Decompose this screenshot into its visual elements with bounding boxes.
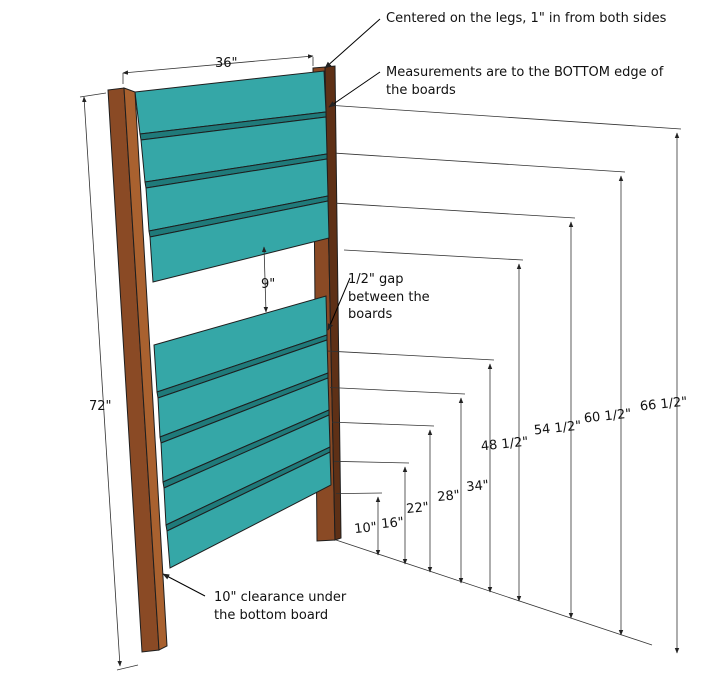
height-label: 72": [89, 399, 112, 414]
height-label: 48 1/2": [480, 435, 529, 455]
gap-dimension: [261, 246, 269, 313]
note-clearance-line1: 10" clearance under: [214, 590, 347, 605]
note-measurements-line1: Measurements are to the BOTTOM edge of: [386, 65, 664, 80]
height-extension-line: [343, 249, 524, 261]
lower-board-5: [166, 451, 332, 569]
note-clearance-line2: the bottom board: [214, 608, 328, 623]
height-extension-line: [335, 152, 626, 173]
upper-boards: [134, 70, 330, 283]
note-leaders: [162, 18, 381, 597]
note-gap-line2: between the: [348, 290, 430, 305]
height-extension-line: [331, 421, 435, 427]
height-label: 28": [437, 488, 461, 505]
ground-line: [335, 539, 653, 646]
height-extension-line: [329, 387, 466, 395]
height-label: 10": [354, 520, 378, 537]
height-label: 54 1/2": [533, 419, 582, 439]
note-gap-line1: 1/2" gap: [348, 272, 404, 287]
note-measurements-line2: the boards: [386, 83, 456, 98]
note-gap-line3: boards: [348, 307, 393, 322]
height-extension-line: [335, 202, 576, 219]
height-extension-line: [327, 350, 495, 361]
height-label: 34": [466, 478, 490, 495]
height-label: 16": [381, 515, 405, 532]
width-dimension: [122, 54, 314, 84]
lower-boards: [153, 295, 332, 569]
note-centered: Centered on the legs, 1" in from both si…: [386, 11, 667, 26]
left-leg-side: [123, 87, 168, 651]
height-label: 22": [406, 500, 430, 517]
height-label: 60 1/2": [583, 407, 632, 427]
height-label: 66 1/2": [639, 395, 688, 415]
height-extension-line: [331, 105, 682, 130]
width-label: 36": [215, 56, 238, 71]
upper-board-4: [149, 200, 330, 283]
gap-label: 9": [261, 277, 275, 292]
right-leg-side: [324, 65, 342, 541]
height-dimension: [79, 92, 139, 671]
height-extension-line: [333, 460, 410, 464]
height-dimensions: 10"16"22" 28" 34" 48 1/2"54 1/2"60 1/2" 66 1…: [327, 105, 688, 654]
height-extension-line: [335, 492, 383, 495]
